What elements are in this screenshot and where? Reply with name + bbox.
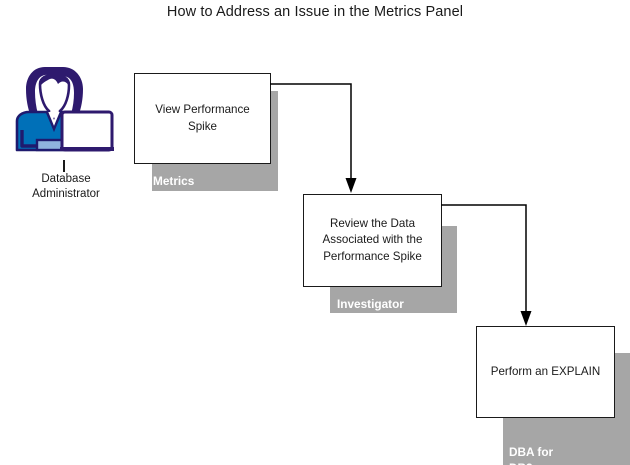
card-text-line-1: View Performance [155, 103, 250, 116]
actor-label: Database Administrator [2, 172, 130, 202]
page-title: How to Address an Issue in the Metrics P… [166, 4, 464, 20]
actor-label-line-1: Database [41, 173, 91, 185]
database-administrator-person-with-laptop-icon [7, 62, 125, 162]
actor-connector-stem [63, 160, 65, 172]
card-text-line-3: Performance Spike [323, 249, 422, 263]
lane-label-line-1: DBA for DB2 [509, 445, 554, 465]
actor-label-line-2: Administrator [32, 188, 100, 200]
card-perform-an-explain[interactable]: Perform an EXPLAIN [476, 326, 615, 418]
card-text-view-performance-spike: View Performance Spike [147, 102, 258, 135]
card-view-performance-spike[interactable]: View Performance Spike [134, 73, 271, 164]
card-review-the-data[interactable]: Review the Data Associated with the Perf… [303, 194, 442, 287]
card-text-perform-an-explain: Perform an EXPLAIN [483, 364, 609, 381]
connector-review-the-data-to-perform-an-explain [439, 199, 549, 329]
card-text-line-2: Associated with the [322, 233, 423, 247]
lane-label-investigator: Investigator [337, 297, 404, 311]
card-text-review-the-data: Review the Data Associated with the Perf… [315, 216, 431, 266]
lane-label-metrics-panel: Metrics Panel [153, 174, 195, 204]
card-text-line-1: Review the Data [329, 216, 416, 230]
card-text-line-2: Spike [187, 119, 217, 133]
lane-label-dba-for-db2-command-manager: DBA for DB2 Command Manager [509, 428, 567, 465]
card-text-line-1: Perform an EXPLAIN [490, 364, 601, 378]
actor-database-administrator: Database Administrator [4, 62, 128, 200]
connector-view-performance-spike-to-review-the-data [268, 78, 368, 198]
